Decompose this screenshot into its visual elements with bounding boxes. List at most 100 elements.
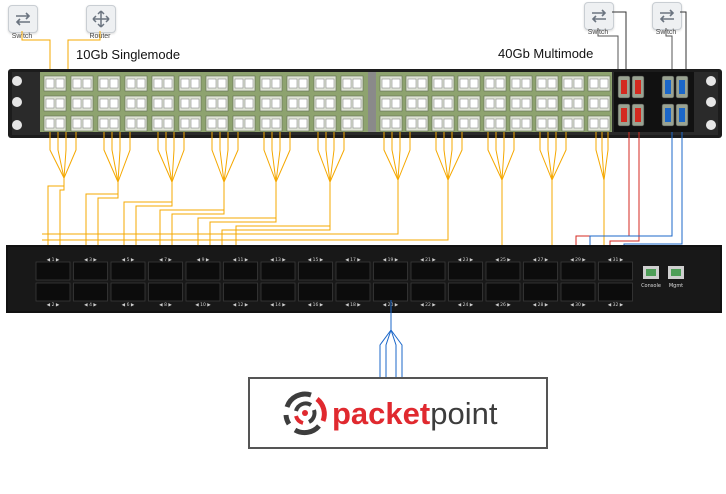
lc-duplex-port[interactable] xyxy=(70,95,94,112)
lc-duplex-port[interactable] xyxy=(483,75,507,92)
switch-port[interactable] xyxy=(560,261,596,281)
lc-duplex-port[interactable] xyxy=(124,95,148,112)
lc-duplex-port[interactable] xyxy=(405,95,429,112)
switch-port[interactable] xyxy=(448,282,483,302)
lc-duplex-port[interactable] xyxy=(379,75,403,92)
lc-duplex-port[interactable] xyxy=(205,115,229,132)
lc-duplex-port[interactable] xyxy=(43,75,67,92)
lc-duplex-port[interactable] xyxy=(43,95,67,112)
lc-duplex-port[interactable] xyxy=(259,95,283,112)
lc-duplex-port[interactable] xyxy=(431,75,455,92)
lc-duplex-port[interactable] xyxy=(286,75,310,92)
switch-port[interactable] xyxy=(523,282,558,302)
lc-duplex-port[interactable] xyxy=(259,115,283,132)
switch-port[interactable] xyxy=(73,282,108,302)
lc-duplex-port[interactable] xyxy=(70,115,94,132)
switch-port[interactable] xyxy=(373,261,408,281)
switch-port[interactable] xyxy=(148,261,183,281)
lc-duplex-port[interactable] xyxy=(561,115,585,132)
lc-duplex-port[interactable] xyxy=(286,95,310,112)
lc-duplex-port[interactable] xyxy=(151,95,175,112)
switch-port[interactable] xyxy=(35,282,71,302)
switch-port[interactable] xyxy=(223,282,258,302)
mpo-port[interactable] xyxy=(617,103,631,127)
switch-port[interactable] xyxy=(185,261,221,281)
lc-duplex-port[interactable] xyxy=(259,75,283,92)
switch-port[interactable] xyxy=(185,282,221,302)
switch-port[interactable] xyxy=(35,261,71,281)
switch-port[interactable] xyxy=(298,282,333,302)
switch-port[interactable] xyxy=(148,282,183,302)
lc-duplex-port[interactable] xyxy=(457,115,481,132)
lc-duplex-port[interactable] xyxy=(457,75,481,92)
lc-duplex-port[interactable] xyxy=(124,115,148,132)
lc-duplex-port[interactable] xyxy=(379,95,403,112)
lc-duplex-port[interactable] xyxy=(561,75,585,92)
lc-duplex-port[interactable] xyxy=(178,115,202,132)
console-port[interactable] xyxy=(643,266,659,279)
lc-duplex-port[interactable] xyxy=(379,115,403,132)
switch-port[interactable] xyxy=(410,261,446,281)
lc-duplex-port[interactable] xyxy=(313,75,337,92)
mpo-port[interactable] xyxy=(631,103,645,127)
switch-port[interactable] xyxy=(560,282,596,302)
lc-duplex-port[interactable] xyxy=(509,75,533,92)
lc-duplex-port[interactable] xyxy=(509,95,533,112)
lc-duplex-port[interactable] xyxy=(97,75,121,92)
lc-duplex-port[interactable] xyxy=(340,95,364,112)
lc-duplex-port[interactable] xyxy=(232,95,256,112)
switch-port[interactable] xyxy=(335,282,371,302)
switch-port[interactable] xyxy=(410,282,446,302)
lc-duplex-port[interactable] xyxy=(178,75,202,92)
lc-duplex-port[interactable] xyxy=(340,75,364,92)
switch-port[interactable] xyxy=(298,261,333,281)
lc-duplex-port[interactable] xyxy=(205,75,229,92)
switch-port[interactable] xyxy=(223,261,258,281)
lc-duplex-port[interactable] xyxy=(535,115,559,132)
lc-duplex-port[interactable] xyxy=(97,95,121,112)
lc-duplex-port[interactable] xyxy=(124,75,148,92)
lc-duplex-port[interactable] xyxy=(313,95,337,112)
mpo-port[interactable] xyxy=(661,103,675,127)
switch-port[interactable] xyxy=(260,282,296,302)
lc-duplex-port[interactable] xyxy=(431,95,455,112)
mpo-port[interactable] xyxy=(617,75,631,99)
lc-duplex-port[interactable] xyxy=(151,75,175,92)
lc-duplex-port[interactable] xyxy=(561,95,585,112)
lc-duplex-port[interactable] xyxy=(43,115,67,132)
lc-duplex-port[interactable] xyxy=(457,95,481,112)
lc-duplex-port[interactable] xyxy=(483,115,507,132)
lc-duplex-port[interactable] xyxy=(70,75,94,92)
lc-duplex-port[interactable] xyxy=(587,115,611,132)
mpo-port[interactable] xyxy=(675,103,689,127)
lc-duplex-port[interactable] xyxy=(178,95,202,112)
switch-port[interactable] xyxy=(260,261,296,281)
mpo-port[interactable] xyxy=(631,75,645,99)
switch-port[interactable] xyxy=(110,282,146,302)
lc-duplex-port[interactable] xyxy=(313,115,337,132)
switch-port[interactable] xyxy=(598,261,633,281)
mgmt-port[interactable] xyxy=(668,266,684,279)
switch-port[interactable] xyxy=(448,261,483,281)
lc-duplex-port[interactable] xyxy=(232,115,256,132)
lc-duplex-port[interactable] xyxy=(587,95,611,112)
lc-duplex-port[interactable] xyxy=(151,115,175,132)
switch-port[interactable] xyxy=(598,282,633,302)
lc-duplex-port[interactable] xyxy=(509,115,533,132)
lc-duplex-port[interactable] xyxy=(340,115,364,132)
lc-duplex-port[interactable] xyxy=(232,75,256,92)
switch-port[interactable] xyxy=(373,282,408,302)
lc-duplex-port[interactable] xyxy=(587,75,611,92)
lc-duplex-port[interactable] xyxy=(431,115,455,132)
lc-duplex-port[interactable] xyxy=(97,115,121,132)
mpo-port[interactable] xyxy=(661,75,675,99)
lc-duplex-port[interactable] xyxy=(535,75,559,92)
lc-duplex-port[interactable] xyxy=(205,95,229,112)
switch-port[interactable] xyxy=(523,261,558,281)
switch-port[interactable] xyxy=(73,261,108,281)
switch-port[interactable] xyxy=(110,261,146,281)
lc-duplex-port[interactable] xyxy=(286,115,310,132)
lc-duplex-port[interactable] xyxy=(483,95,507,112)
switch-port[interactable] xyxy=(335,261,371,281)
switch-port[interactable] xyxy=(485,282,521,302)
